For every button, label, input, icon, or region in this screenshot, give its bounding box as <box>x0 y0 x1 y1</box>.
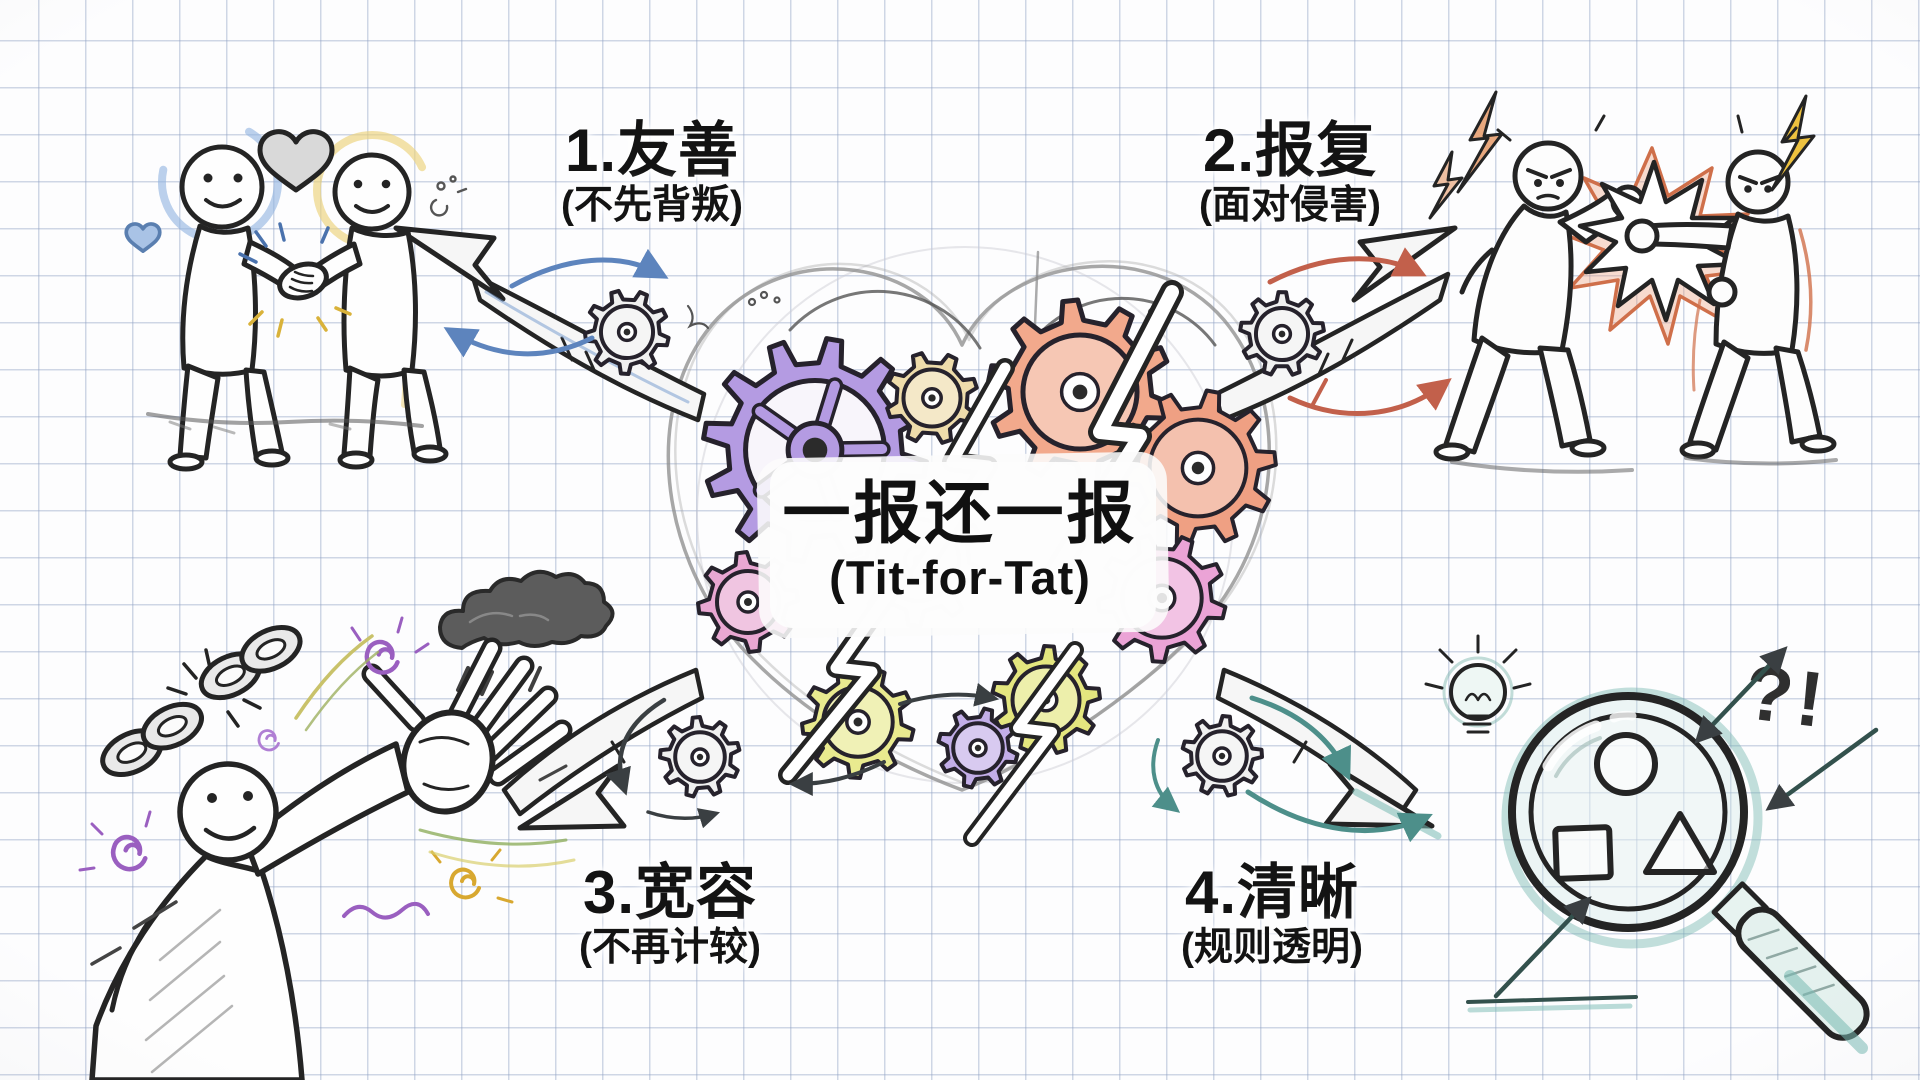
blue-aura <box>158 120 282 244</box>
center-title-block: 一报还一报 (Tit-for-Tat) <box>782 480 1137 601</box>
principle-label-retaliate: 2.报复 (面对侵害) <box>1199 117 1381 228</box>
heart-icon <box>257 129 335 193</box>
heart-outline <box>666 264 1272 792</box>
question-exclamation-doodle: ?! <box>1740 647 1832 744</box>
principle-label-forgive: 3.宽容 (不再计较) <box>579 859 761 970</box>
lightbulb-icon <box>1424 634 1532 734</box>
ground-line <box>146 412 424 428</box>
shaft-gear-icon <box>1180 714 1264 798</box>
principle-note: (不先背叛) <box>561 184 743 228</box>
inspection-arrows <box>1466 646 1879 1013</box>
principle-title: 4.清晰 <box>1184 859 1360 926</box>
fighter-left <box>1433 140 1646 462</box>
forgive-illustration <box>78 569 615 1080</box>
blue-curve-arrow <box>509 248 669 289</box>
principle-note: (不再计较) <box>579 926 761 970</box>
fighter-right <box>1624 149 1837 460</box>
principle-title: 3.宽容 <box>582 859 758 926</box>
arrow-to-friendly <box>393 225 707 423</box>
ground-line <box>1450 456 1838 474</box>
principle-note: (规则透明) <box>1181 926 1363 970</box>
lightning-bolt-doodles <box>1428 90 1816 220</box>
blue-curve-arrow <box>443 327 595 358</box>
center-text-panel <box>756 451 1170 639</box>
friendly-figure-left <box>167 144 303 472</box>
triangle-shape <box>1643 811 1717 875</box>
principle-title: 1.友善 <box>564 117 740 184</box>
shaft-gear-icon <box>658 715 742 799</box>
rain-dashes <box>456 666 542 698</box>
center-subtitle: (Tit-for-Tat) <box>829 551 1091 604</box>
forgiving-figure <box>89 637 573 1080</box>
square-shape <box>1552 824 1614 882</box>
small-blue-heart-icon <box>124 222 162 253</box>
cream-gear-icon <box>885 351 979 445</box>
principle-note: (面对侵害) <box>1199 184 1381 228</box>
shaft-gear-icon <box>583 288 671 376</box>
purple-gear-icon <box>936 706 1020 790</box>
principle-label-clarity: 4.清晰 (规则透明) <box>1181 859 1363 970</box>
sparkle-doodle <box>429 175 468 217</box>
red-curve-arrow <box>1267 247 1427 285</box>
principle-title: 2.报复 <box>1202 117 1378 184</box>
clarity-illustration: ?! <box>1424 634 1879 1054</box>
swirl-doodles <box>78 616 576 966</box>
red-curve-arrow <box>1287 378 1452 416</box>
shaft-gear-icon <box>1238 290 1326 377</box>
teal-curve-arrow <box>1249 695 1352 781</box>
broken-chain-icon <box>100 624 303 777</box>
accent-arrows <box>443 247 1452 843</box>
dark-curve-arrow <box>605 697 667 796</box>
principle-label-friendly: 1.友善 (不先背叛) <box>561 117 743 228</box>
fight-illustration <box>1428 90 1838 474</box>
handshake-sparkles <box>238 222 352 338</box>
handshake-hands <box>277 261 329 301</box>
center-title: 一报还一报 <box>782 476 1138 552</box>
open-palm-hand <box>361 637 573 815</box>
circle-shape <box>1594 732 1658 796</box>
magnifier-handle <box>1711 881 1870 1041</box>
handshake-illustration <box>124 120 468 472</box>
magnifier-icon <box>1501 687 1870 1054</box>
